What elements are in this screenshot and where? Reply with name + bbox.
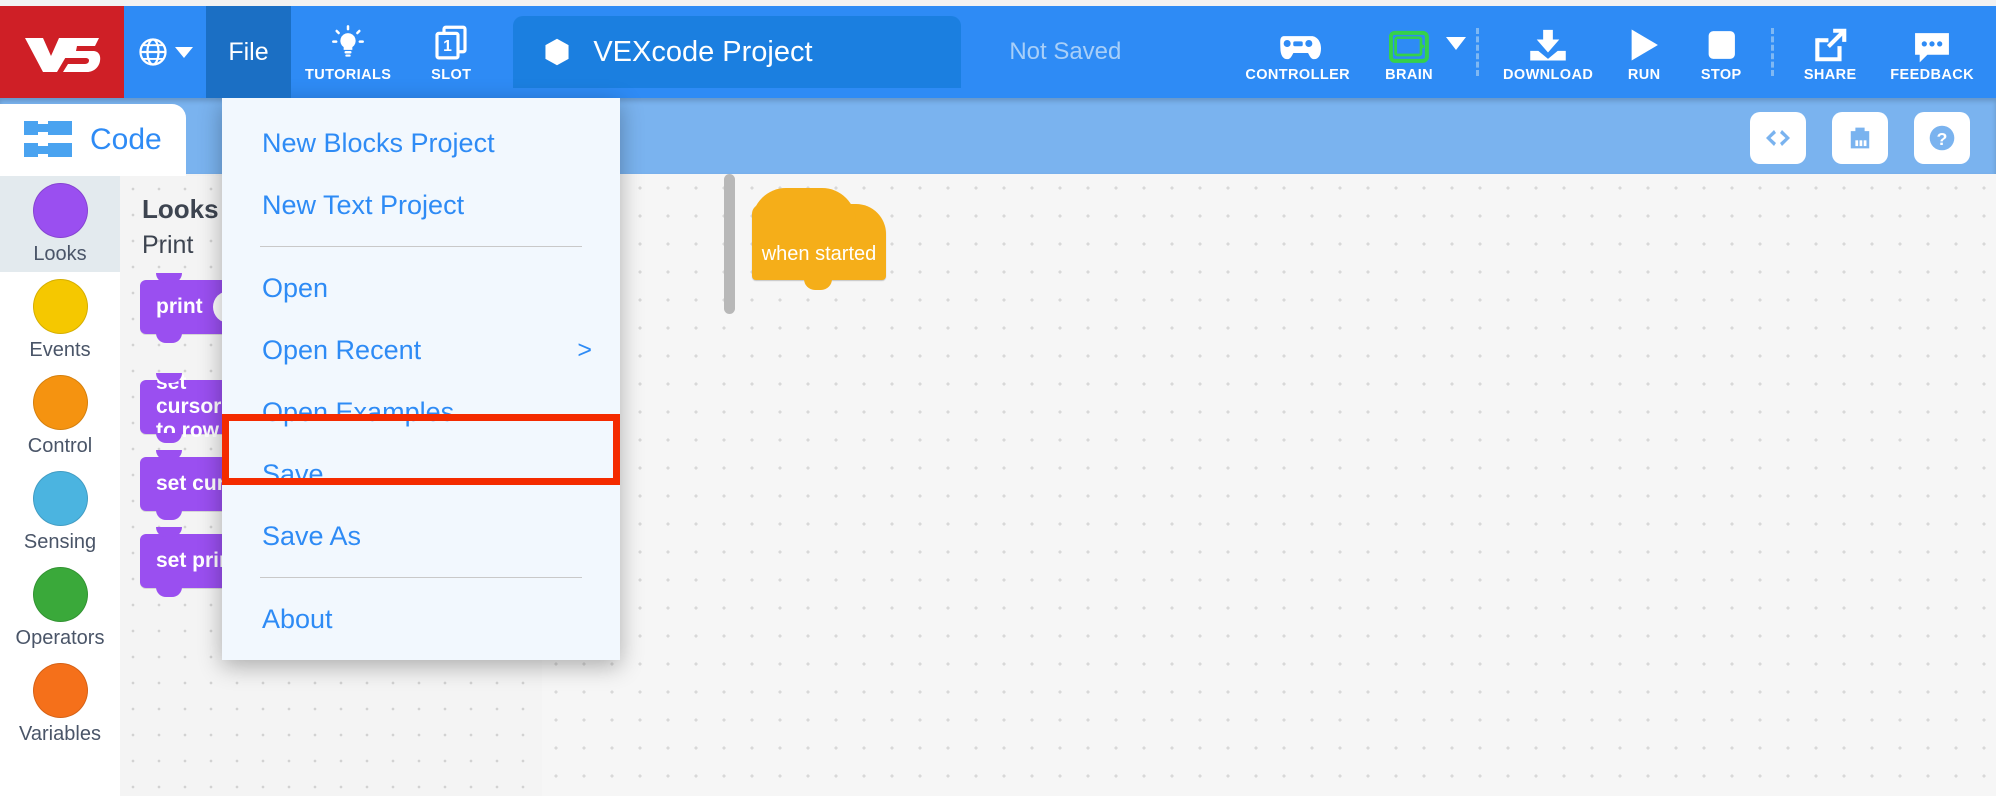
slot-icon: 1: [430, 22, 472, 64]
feedback-label: FEEDBACK: [1890, 66, 1974, 83]
code-view-icon[interactable]: [1750, 112, 1806, 164]
category-sidebar: Looks Events Control Sensing Operators V…: [0, 176, 120, 796]
controller-button[interactable]: CONTROLLER: [1231, 6, 1364, 98]
lightbulb-icon: [328, 22, 368, 64]
blocks-icon: [24, 121, 72, 157]
download-button[interactable]: DOWNLOAD: [1489, 6, 1607, 98]
file-menu-button[interactable]: File: [206, 6, 291, 98]
file-dropdown-menu[interactable]: New Blocks Project New Text Project Open…: [222, 98, 620, 660]
save-status-wrap: Not Saved: [961, 6, 1121, 98]
play-icon: [1627, 22, 1661, 64]
project-name-field[interactable]: VEXcode Project: [513, 16, 962, 88]
slot-label: SLOT: [431, 66, 472, 83]
variables-color-dot: [32, 662, 88, 718]
brain-group: BRAIN: [1364, 6, 1467, 98]
menu-item-label: Open Recent: [262, 334, 422, 365]
sidebar-item-looks[interactable]: Looks: [0, 176, 120, 272]
stop-label: STOP: [1700, 66, 1742, 83]
menu-item-save-as[interactable]: Save As: [262, 520, 362, 551]
brain-icon: [1389, 22, 1429, 64]
share-label: SHARE: [1803, 66, 1857, 83]
tutorials-button[interactable]: TUTORIALS: [291, 6, 405, 98]
svg-text:1: 1: [443, 37, 452, 54]
monitor-icon[interactable]: [1832, 112, 1888, 164]
when-started-block[interactable]: when started: [752, 188, 886, 290]
chevron-right-icon: >: [577, 335, 592, 364]
block-label: print: [156, 295, 203, 318]
controller-icon: [1275, 22, 1321, 64]
run-label: RUN: [1627, 66, 1661, 83]
toolbar-spacer: [1121, 6, 1231, 98]
when-started-label: when started: [761, 243, 877, 265]
looks-color-dot: [32, 182, 88, 238]
sidebar-item-events[interactable]: Events: [0, 272, 120, 368]
sidebar-item-label: Events: [29, 338, 91, 361]
feedback-button[interactable]: FEEDBACK: [1876, 6, 1996, 98]
sidebar-item-label: Variables: [19, 722, 101, 745]
menu-item-open-examples[interactable]: Open Examples: [222, 381, 620, 443]
globe-icon: [138, 38, 167, 66]
sidebar-item-control[interactable]: Control: [0, 368, 120, 464]
run-button[interactable]: RUN: [1607, 6, 1681, 98]
save-status: Not Saved: [1009, 38, 1122, 65]
v5-logo[interactable]: [0, 6, 124, 98]
sidebar-item-label: Looks: [33, 242, 87, 265]
toolbar-divider: [1476, 28, 1480, 76]
controller-label: CONTROLLER: [1245, 66, 1351, 83]
svg-text:?: ?: [1937, 129, 1948, 149]
chevron-down-icon: [174, 46, 193, 58]
sidebar-item-operators[interactable]: Operators: [0, 560, 120, 656]
menu-item-new-text-project[interactable]: New Text Project: [262, 189, 465, 220]
share-icon: [1811, 22, 1849, 64]
sidebar-item-label: Control: [27, 434, 93, 457]
download-icon: [1527, 22, 1569, 64]
blocks-workspace[interactable]: when started: [542, 174, 1996, 796]
subbar-actions: ?: [1750, 112, 1970, 164]
menu-separator: [260, 246, 582, 247]
menu-item-open[interactable]: Open: [262, 272, 329, 303]
stop-icon: [1704, 22, 1738, 64]
sidebar-item-variables[interactable]: Variables: [0, 656, 120, 752]
block-label: set print: [156, 549, 239, 572]
main-toolbar: File TUTORIALS: [0, 6, 1996, 98]
tutorials-label: TUTORIALS: [305, 66, 392, 83]
menu-item-new-blocks-project[interactable]: New Blocks Project: [262, 127, 495, 158]
hexagon-icon: [545, 38, 569, 66]
sidebar-item-sensing[interactable]: Sensing: [0, 464, 120, 560]
menu-item-open-recent[interactable]: Open Recent >: [222, 319, 620, 381]
help-icon[interactable]: ?: [1914, 112, 1970, 164]
menu-item-save[interactable]: Save: [262, 458, 324, 489]
project-name: VEXcode Project: [593, 35, 813, 68]
stop-button[interactable]: STOP: [1681, 6, 1761, 98]
sidebar-item-label: Operators: [15, 626, 105, 649]
menu-separator-2: [260, 577, 582, 578]
toolbar-divider-2: [1771, 28, 1775, 76]
operators-color-dot: [32, 566, 88, 622]
sensing-color-dot: [32, 470, 88, 526]
control-color-dot: [32, 374, 88, 430]
download-label: DOWNLOAD: [1503, 66, 1594, 83]
workspace-scrollbar[interactable]: [724, 174, 735, 314]
block-label: set cursor to row: [156, 371, 222, 442]
brain-chevron-down-icon[interactable]: [1446, 36, 1467, 50]
palette-title: Looks: [142, 194, 219, 224]
share-button[interactable]: SHARE: [1784, 6, 1876, 98]
palette-subtitle: Print: [142, 231, 194, 259]
feedback-icon: [1912, 22, 1952, 64]
code-tab-label: Code: [90, 123, 162, 156]
v5-logo-icon: [25, 38, 101, 72]
events-color-dot: [32, 278, 88, 334]
language-selector[interactable]: [124, 6, 206, 98]
menu-item-about[interactable]: About: [262, 603, 333, 634]
brain-button[interactable]: BRAIN: [1364, 22, 1442, 83]
brain-label: BRAIN: [1385, 66, 1433, 83]
slot-button[interactable]: 1 SLOT: [405, 6, 497, 98]
sidebar-item-label: Sensing: [23, 530, 97, 553]
code-tab[interactable]: Code: [0, 104, 186, 176]
